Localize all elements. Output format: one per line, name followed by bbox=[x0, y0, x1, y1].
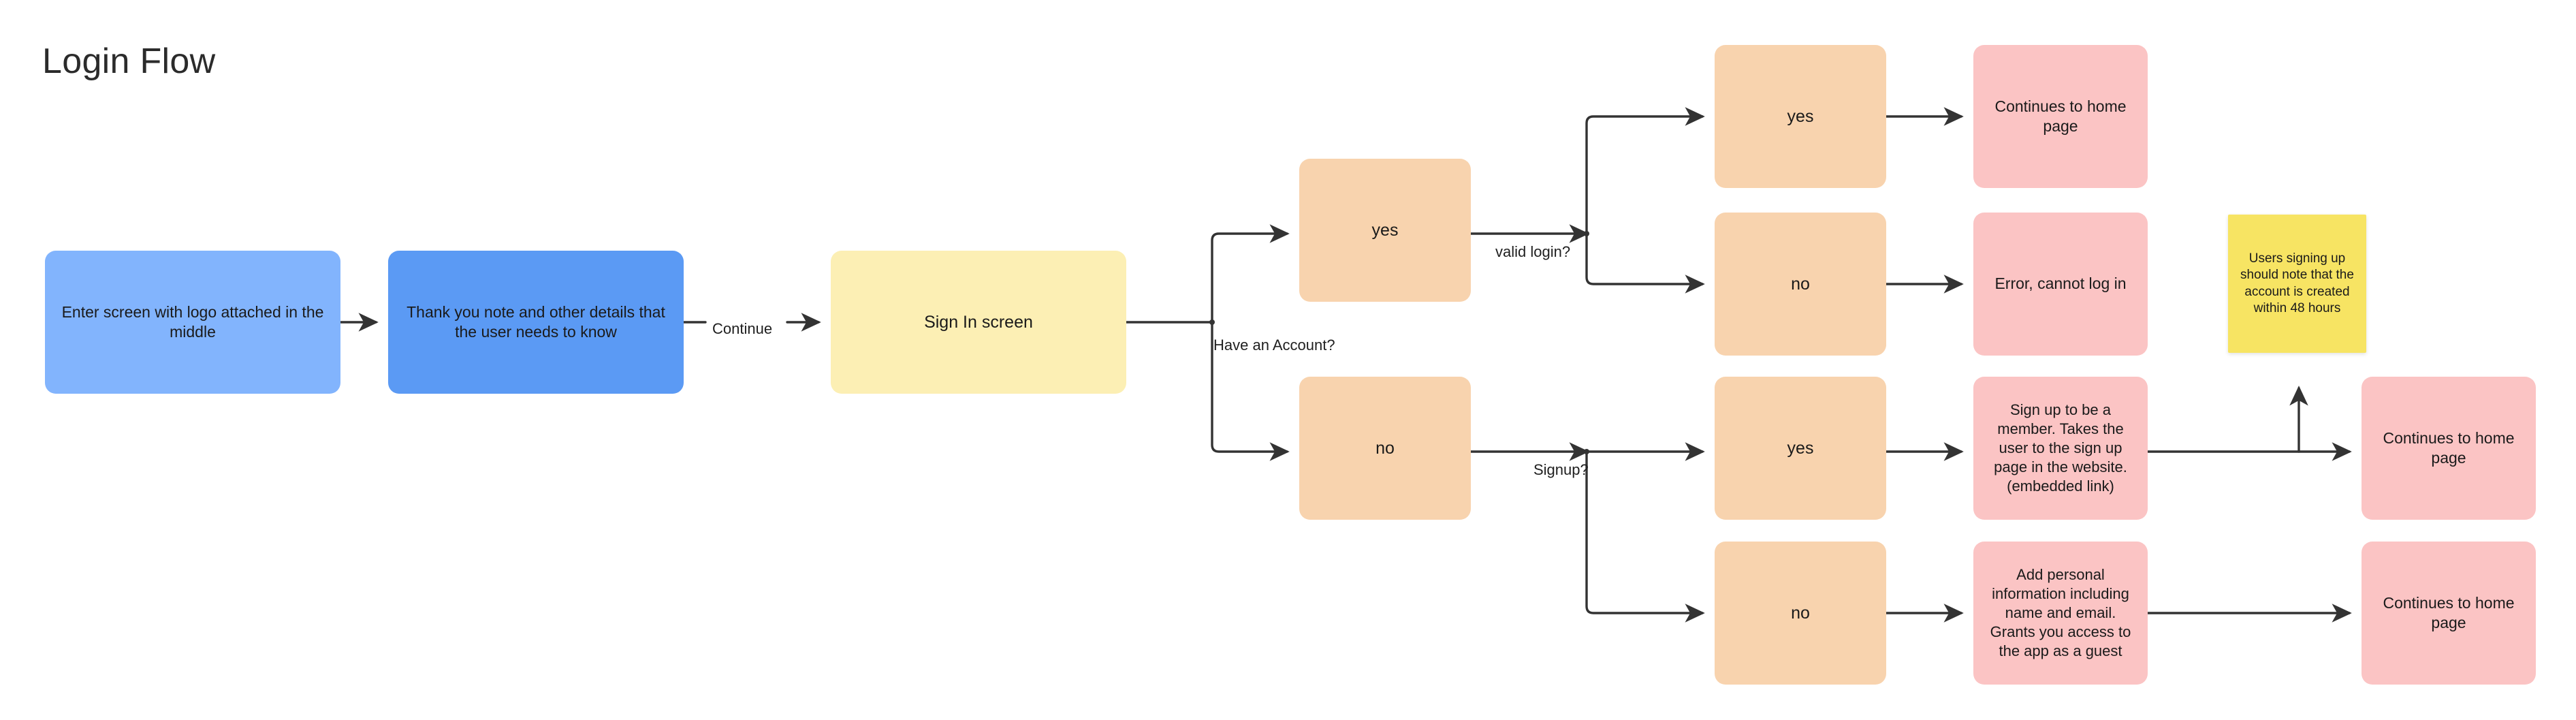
node-continues-home-2-label: Continues to home page bbox=[2383, 428, 2515, 467]
connector-group bbox=[339, 107, 2352, 623]
node-valid-login-yes-label: yes bbox=[1787, 107, 1814, 126]
node-sign-up-member-label: Sign up to be a member. Takes the user t… bbox=[1994, 401, 2127, 495]
branch-dot-have-account bbox=[1209, 319, 1215, 325]
node-signup-yes-label: yes bbox=[1787, 439, 1814, 458]
node-error-cannot-log-in[interactable]: Error, cannot log in bbox=[1973, 213, 2148, 356]
node-add-personal-information-label: Add personal information including name … bbox=[1990, 565, 2131, 660]
node-enter-screen[interactable]: Enter screen with logo attached in the m… bbox=[45, 251, 340, 394]
connector-branch-to-no bbox=[1211, 321, 1290, 461]
branch-dot-group bbox=[1209, 231, 1589, 454]
connector-branch-to-yes bbox=[1211, 224, 1290, 324]
node-error-cannot-log-in-label: Error, cannot log in bbox=[1994, 275, 2127, 293]
node-signup-no[interactable]: no bbox=[1715, 542, 1886, 685]
edge-label-signup: Signup? bbox=[1533, 461, 1589, 478]
branch-dot-signup bbox=[1584, 449, 1589, 454]
node-have-account-yes[interactable]: yes bbox=[1299, 159, 1471, 302]
sticky-note-signup-48-hours-label: Users signing up should note that the ac… bbox=[2240, 251, 2354, 315]
node-have-account-no[interactable]: no bbox=[1299, 377, 1471, 520]
node-continues-home-3[interactable]: Continues to home page bbox=[2362, 542, 2536, 685]
node-thank-you-note-label: Thank you note and other details that th… bbox=[407, 302, 665, 341]
node-sign-in-screen[interactable]: Sign In screen bbox=[831, 251, 1126, 394]
edge-label-have-an-account: Have an Account? bbox=[1213, 336, 1335, 354]
node-continues-home-1-label: Continues to home page bbox=[1994, 97, 2127, 135]
node-valid-login-yes[interactable]: yes bbox=[1715, 45, 1886, 188]
node-continues-home-1[interactable]: Continues to home page bbox=[1973, 45, 2148, 188]
node-thank-you-note[interactable]: Thank you note and other details that th… bbox=[388, 251, 684, 394]
node-have-account-yes-label: yes bbox=[1371, 221, 1399, 240]
node-signup-yes[interactable]: yes bbox=[1715, 377, 1886, 520]
branch-dot-valid-login bbox=[1584, 231, 1589, 236]
node-sign-in-screen-label: Sign In screen bbox=[924, 313, 1033, 332]
connector-signup-to-no bbox=[1585, 450, 1705, 623]
connector-validlogin-to-no bbox=[1585, 232, 1705, 294]
edge-label-continue: Continue bbox=[712, 320, 773, 337]
node-valid-login-no-label: no bbox=[1791, 275, 1810, 294]
node-enter-screen-label: Enter screen with logo attached in the m… bbox=[61, 302, 324, 341]
node-continues-home-2[interactable]: Continues to home page bbox=[2362, 377, 2536, 520]
node-signup-no-label: no bbox=[1791, 604, 1810, 623]
node-valid-login-no[interactable]: no bbox=[1715, 213, 1886, 356]
node-sign-up-member[interactable]: Sign up to be a member. Takes the user t… bbox=[1973, 377, 2148, 520]
node-have-account-no-label: no bbox=[1376, 439, 1395, 458]
edge-label-valid-login: valid login? bbox=[1495, 243, 1571, 260]
page-title: Login Flow bbox=[42, 42, 216, 81]
sticky-note-signup-48-hours[interactable]: Users signing up should note that the ac… bbox=[2228, 215, 2366, 353]
node-add-personal-information[interactable]: Add personal information including name … bbox=[1973, 542, 2148, 685]
connector-validlogin-to-yes bbox=[1585, 107, 1705, 235]
node-continues-home-3-label: Continues to home page bbox=[2383, 593, 2515, 631]
